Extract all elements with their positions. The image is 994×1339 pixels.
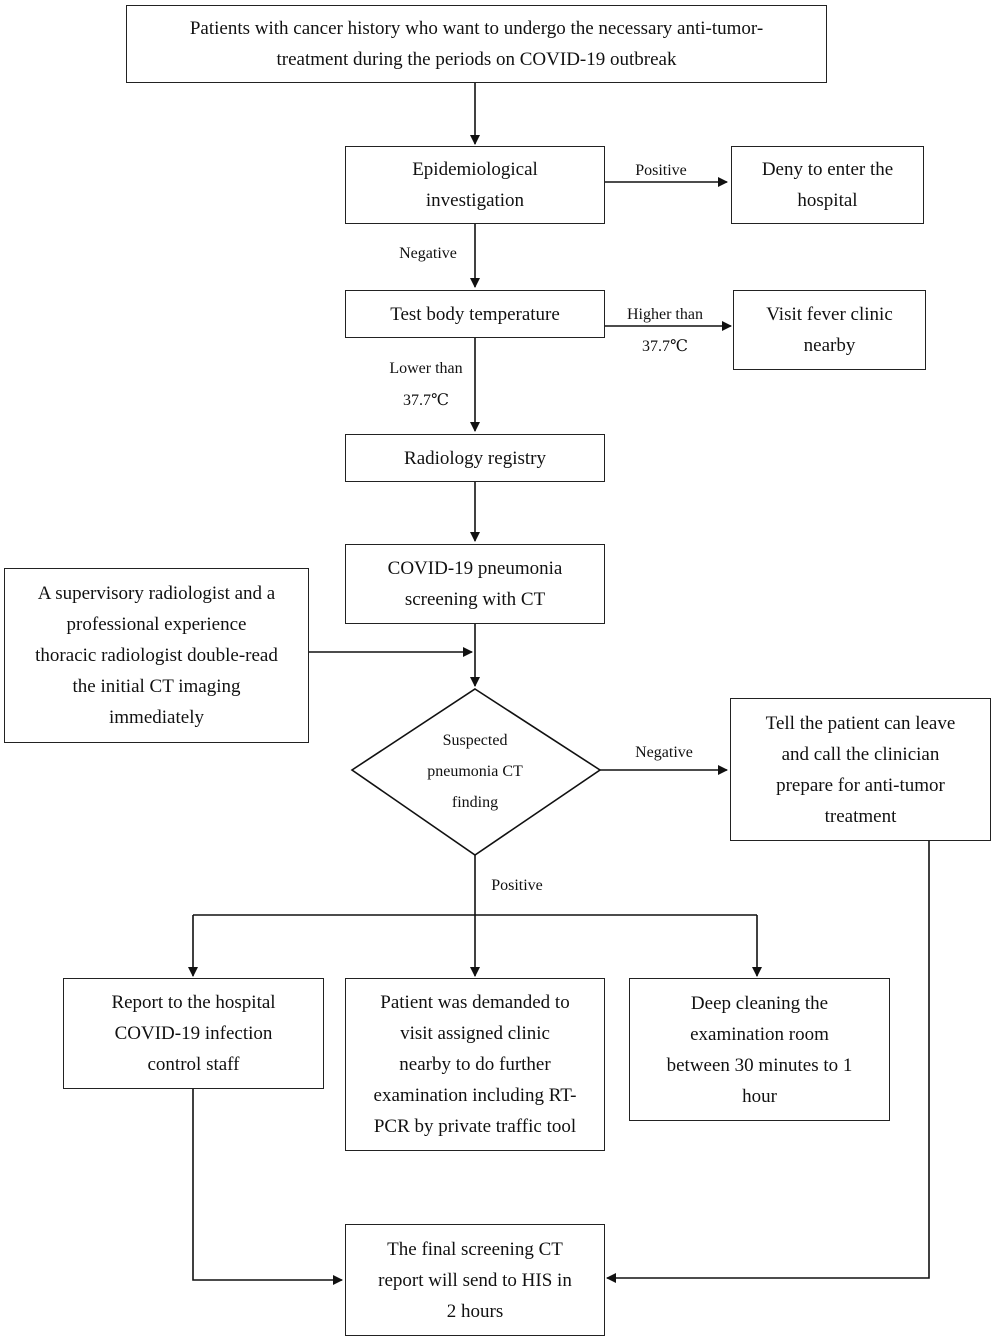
epi-line-2: investigation [425,190,525,211]
label-negative-epi: Negative [399,245,457,262]
label-positive-deny: Positive [635,162,687,179]
final-line-2: report will send to HIS in [378,1269,572,1291]
supervisory-line-2: professional experience [66,614,247,635]
supervisory-box: A supervisory radiologist and a professio… [4,568,309,743]
fever-line-2: nearby [803,335,856,356]
cleaning-line-2: examination room [690,1023,829,1045]
temperature-box: Test body temperature [345,290,605,338]
deny-box: Deny to enter the hospital [731,146,924,224]
lower-line-2: 37.7℃ [403,392,449,409]
clinic-line-4: examination including RT- [373,1085,577,1106]
higher-line-2: 37.7℃ [642,338,688,355]
epi-line-1: Epidemiological [412,159,538,180]
decision-text: Suspected pneumonia CT finding [395,725,555,818]
final-box: The final screening CT report will send t… [345,1224,605,1336]
decision-line-2: pneumonia CT [427,763,523,780]
cleaning-line-3: between 30 minutes to 1 [666,1054,853,1076]
label-higher-than: Higher than 37.7℃ [610,299,720,363]
clinic-line-3: nearby to do further [399,1054,551,1075]
report-line-3: control staff [147,1054,240,1075]
clinic-box: Patient was demanded to visit assigned cl… [345,978,605,1151]
final-line-3: 2 hours [446,1300,504,1322]
higher-line-1: Higher than [627,306,703,323]
supervisory-line-4: the initial CT imaging [72,676,241,697]
report-line-2: COVID-19 infection [114,1023,273,1044]
start-line-1: Patients with cancer history who want to… [189,18,764,39]
screening-line-1: COVID-19 pneumonia [387,558,563,579]
start-line-2: treatment during the periods on COVID-19… [276,49,677,70]
deny-line-1: Deny to enter the [761,159,894,180]
registry-box: Radiology registry [345,434,605,482]
leave-box: Tell the patient can leave and call the c… [730,698,991,841]
label-lower-than: Lower than 37.7℃ [374,353,478,417]
screening-line-2: screening with CT [404,589,546,610]
temp-label: Test body temperature [390,303,560,325]
cleaning-line-4: hour [742,1085,777,1107]
cleaning-box: Deep cleaning the examination room between… [629,978,890,1121]
lower-line-1: Lower than [389,360,463,377]
supervisory-line-5: immediately [109,707,204,728]
leave-line-2: and call the clinician [781,743,940,765]
leave-line-4: treatment [824,805,897,827]
arrow-report-to-final [192,1088,343,1285]
fever-line-1: Visit fever clinic [766,304,893,325]
leave-line-3: prepare for anti-tumor [776,774,945,796]
final-line-1: The final screening CT [387,1238,563,1260]
clinic-line-1: Patient was demanded to [380,992,570,1013]
screening-box: COVID-19 pneumonia screening with CT [345,544,605,624]
report-line-1: Report to the hospital [111,992,276,1013]
clinic-line-2: visit assigned clinic [400,1023,550,1044]
decision-line-1: Suspected [442,732,508,749]
label-negative-decision: Negative [635,744,693,761]
clinic-line-5: PCR by private traffic tool [373,1116,577,1137]
supervisory-line-3: thoracic radiologist double-read [35,645,278,666]
decision-line-3: finding [451,794,499,811]
supervisory-line-1: A supervisory radiologist and a [37,583,276,604]
fever-clinic-box: Visit fever clinic nearby [733,290,926,370]
cleaning-line-1: Deep cleaning the [690,992,829,1014]
label-positive-decision: Positive [491,877,543,894]
start-box: Patients with cancer history who want to… [126,5,827,83]
deny-line-2: hospital [797,190,858,211]
arrow-leave-to-final [606,841,930,1283]
registry-label: Radiology registry [404,447,546,469]
epidemiological-box: Epidemiological investigation [345,146,605,224]
leave-line-1: Tell the patient can leave [765,712,956,734]
